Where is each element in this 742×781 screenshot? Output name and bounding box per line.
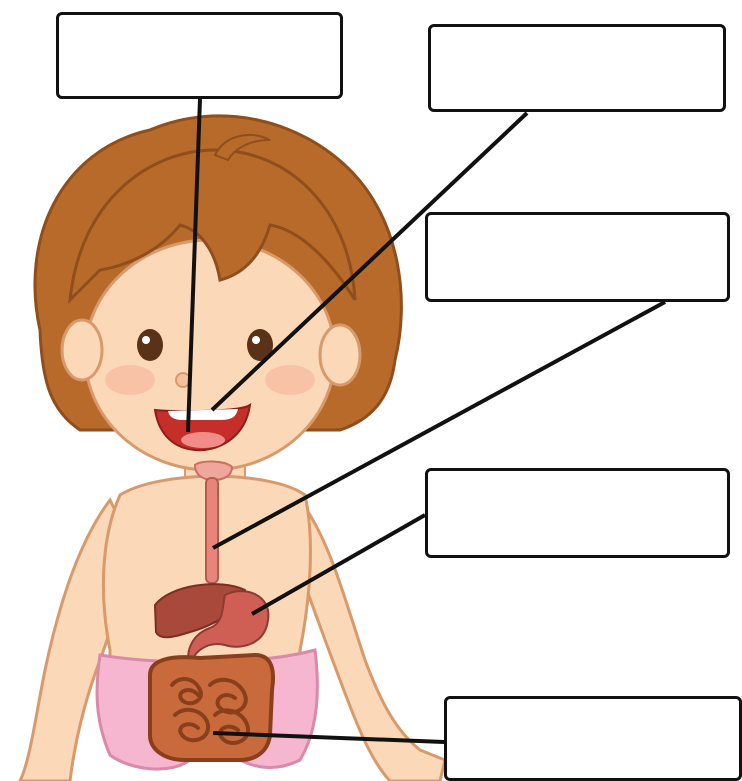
label-box-esophagus[interactable] <box>425 212 730 302</box>
label-box-mouth[interactable] <box>56 12 343 99</box>
left-eye-highlight <box>142 336 150 344</box>
esophagus <box>206 478 218 583</box>
right-ear <box>320 325 360 385</box>
label-box-stomach[interactable] <box>425 468 730 558</box>
large-intestine <box>150 655 273 760</box>
left-cheek <box>105 365 155 395</box>
left-ear <box>62 320 102 380</box>
label-box-teeth[interactable] <box>428 24 726 112</box>
right-cheek <box>265 365 315 395</box>
left-eye <box>137 329 163 361</box>
label-box-intestine[interactable] <box>444 696 742 781</box>
tongue <box>181 432 225 448</box>
right-eye-highlight <box>252 336 260 344</box>
